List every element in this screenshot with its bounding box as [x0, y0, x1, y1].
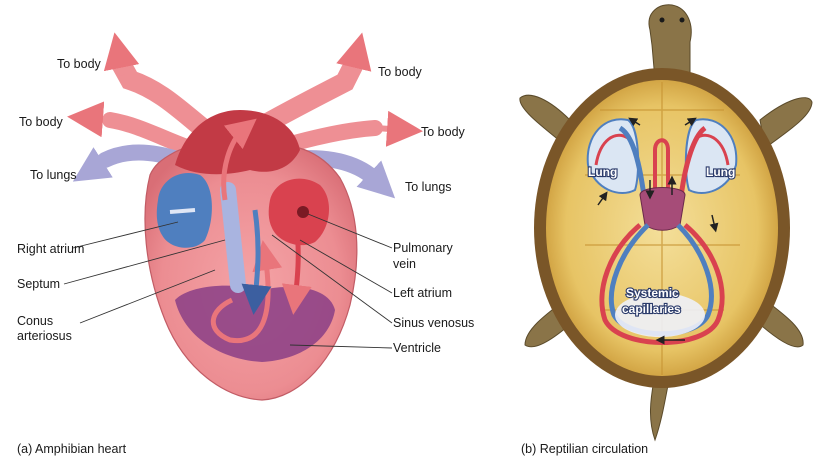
turtle-limb-front-left	[519, 94, 571, 146]
label-to-body-4: To body	[421, 125, 466, 139]
leader-ventricle	[289, 344, 393, 349]
amphibian-heart: To body To body To body To body To lungs…	[17, 32, 474, 456]
leader-pulmonary-vein	[307, 213, 393, 249]
label-to-lungs-2: To lungs	[405, 180, 452, 194]
turtle-head	[648, 4, 692, 81]
septum-wall	[220, 182, 246, 293]
pulmonary-vein-opening	[297, 206, 309, 218]
label-sinus-venosus: Sinus venosus	[393, 316, 474, 330]
label-ventricle: Ventricle	[393, 341, 441, 355]
leader-right-atrium	[72, 221, 179, 249]
caption-reptilian-circulation: (b) Reptilian circulation	[521, 442, 648, 456]
label-to-body-2: To body	[19, 115, 64, 129]
leader-left-atrium	[299, 239, 393, 294]
systemic-capillary-bed	[615, 293, 705, 337]
label-pulmonary-1: Pulmonary	[393, 241, 453, 255]
label-to-body-1: To body	[57, 57, 102, 71]
reptilian-circulation: Lung Lung Systemic capillaries (b) Repti…	[519, 4, 813, 456]
label-systemic-1: Systemic	[626, 286, 679, 300]
turtle-tail	[649, 374, 671, 442]
vessel-to-body-upper-left	[110, 52, 215, 140]
caption-amphibian-heart: (a) Amphibian heart	[17, 442, 127, 456]
label-lung-left: Lung	[588, 165, 617, 179]
label-right-atrium: Right atrium	[17, 242, 84, 256]
leader-sinus-venosus	[271, 234, 393, 324]
label-to-body-3: To body	[378, 65, 423, 79]
leader-septum	[63, 239, 226, 285]
label-conus-1: Conus	[17, 314, 53, 328]
label-lung-right: Lung	[706, 165, 735, 179]
label-to-lungs-1: To lungs	[30, 168, 77, 182]
label-conus-2: arteriosus	[17, 329, 72, 343]
turtle-limb-front-right	[759, 97, 813, 149]
label-pulmonary-2: vein	[393, 257, 416, 271]
label-left-atrium: Left atrium	[393, 286, 452, 300]
leader-conus	[79, 269, 216, 324]
label-septum: Septum	[17, 277, 60, 291]
label-systemic-2: capillaries	[622, 302, 681, 316]
